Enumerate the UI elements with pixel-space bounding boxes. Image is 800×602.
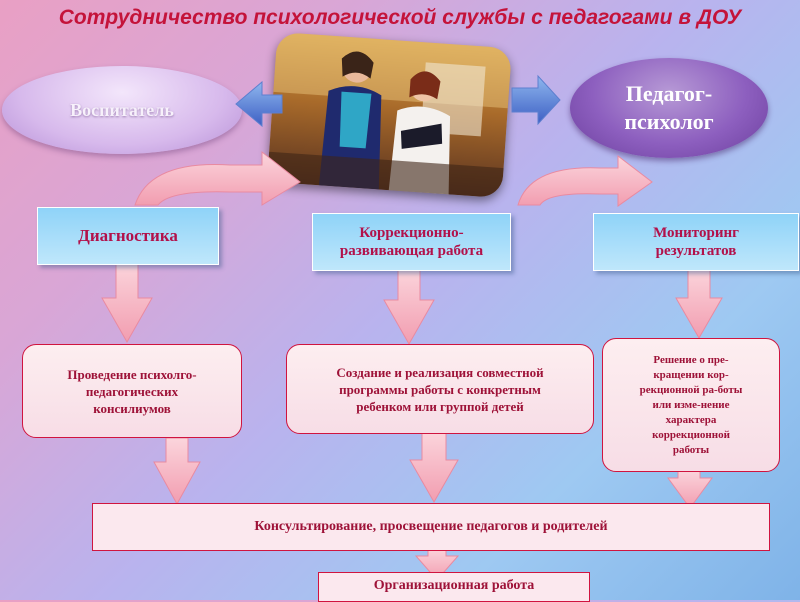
arrow-to-psychologist-icon bbox=[511, 74, 561, 126]
arrow-to-educator-icon bbox=[235, 80, 283, 128]
monitoring-label: Мониторинг результатов bbox=[653, 225, 739, 259]
organization-text: Организационная работа bbox=[373, 578, 535, 593]
educator-label: Воспитатель bbox=[70, 99, 174, 120]
diagnostics-label: Диагностика bbox=[78, 226, 178, 245]
psychologist-oval: Педагог-психолог bbox=[570, 58, 768, 158]
organization-box: Организационная работа bbox=[318, 572, 590, 602]
consilium-text: Проведение психолго-педагогических конси… bbox=[67, 366, 197, 416]
program-text: Создание и реализация совместной програм… bbox=[336, 364, 544, 414]
down-arrow-monitoring-icon bbox=[675, 267, 723, 340]
consilium-box: Проведение психолго-педагогических конси… bbox=[22, 344, 242, 438]
educator-oval: Воспитатель bbox=[2, 66, 242, 154]
down-arrow-correction-icon bbox=[383, 267, 435, 346]
consulting-text: Консультирование, просвещение педагогов … bbox=[254, 519, 608, 534]
monitoring-header: Мониторинг результатов bbox=[593, 213, 799, 271]
diagnostics-header: Диагностика bbox=[37, 207, 219, 265]
curved-arrow-right-icon bbox=[517, 154, 653, 207]
teachers-photo bbox=[267, 31, 512, 199]
curved-arrow-left-icon bbox=[134, 150, 301, 206]
consulting-box: Консультирование, просвещение педагогов … bbox=[92, 503, 770, 551]
down-arrow-consilium-icon bbox=[153, 437, 201, 506]
decision-box: Решение о пре-кращении кор-рекционной ра… bbox=[602, 338, 780, 472]
correction-label: Коррекционно-развивающая работа bbox=[339, 225, 484, 259]
correction-header: Коррекционно-развивающая работа bbox=[312, 213, 511, 271]
decision-text: Решение о пре-кращении кор-рекционной ра… bbox=[639, 353, 743, 456]
psychologist-label: Педагог-психолог bbox=[624, 81, 714, 134]
down-arrow-diagnostics-icon bbox=[101, 261, 153, 344]
program-box: Создание и реализация совместной програм… bbox=[286, 344, 594, 434]
down-arrow-program-icon bbox=[409, 431, 459, 504]
page-title: Сотрудничество психологической службы с … bbox=[58, 6, 742, 29]
